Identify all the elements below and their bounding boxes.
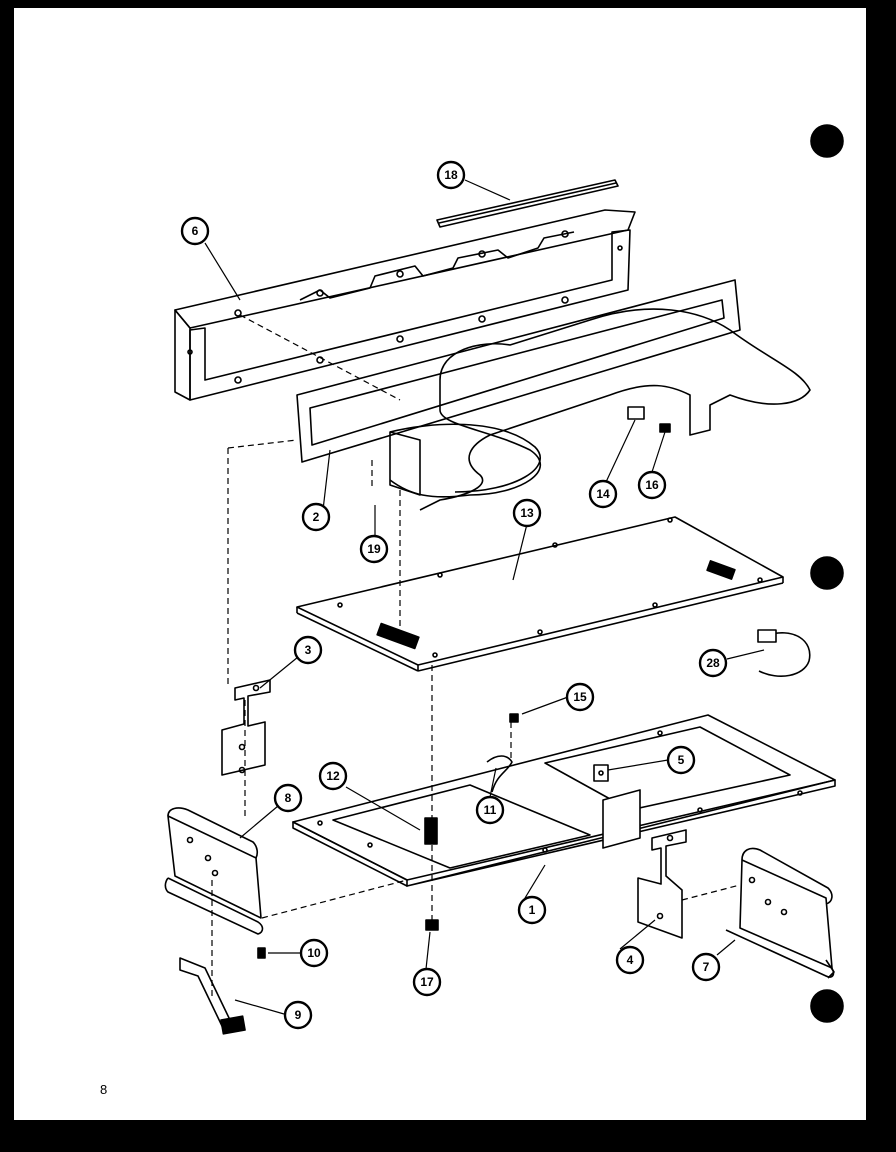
part-channel-7 <box>725 847 835 979</box>
part-gasket-2 <box>296 279 741 463</box>
svg-text:5: 5 <box>678 753 685 767</box>
callout-7: 7 <box>691 952 721 982</box>
svg-text:17: 17 <box>420 975 434 989</box>
callout-13: 13 <box>512 498 542 528</box>
svg-text:4: 4 <box>627 953 634 967</box>
part-spring-12 <box>424 817 438 845</box>
callout-8: 8 <box>273 783 303 813</box>
svg-text:15: 15 <box>573 690 587 704</box>
callout-1: 1 <box>517 895 547 925</box>
svg-text:9: 9 <box>295 1008 302 1022</box>
callout-2: 2 <box>301 502 331 532</box>
callout-12: 12 <box>318 761 348 791</box>
svg-text:12: 12 <box>326 769 340 783</box>
callout-group: 18 6 2 19 14 16 13 3 28 15 5 12 11 8 1 1… <box>180 160 728 1030</box>
callout-28: 28 <box>698 648 728 678</box>
leader-lines <box>204 179 765 1015</box>
svg-text:8: 8 <box>285 791 292 805</box>
part-base-1 <box>292 714 836 887</box>
callout-19: 19 <box>359 534 389 564</box>
svg-text:7: 7 <box>703 960 710 974</box>
registration-marks <box>810 124 844 1023</box>
part-cable-28 <box>757 629 811 677</box>
ribbon-cable <box>389 308 811 511</box>
alignment-lines <box>211 314 741 1000</box>
callout-3: 3 <box>293 635 323 665</box>
callout-4: 4 <box>615 945 645 975</box>
svg-text:18: 18 <box>444 168 458 182</box>
svg-text:14: 14 <box>596 487 610 501</box>
callout-10: 10 <box>299 938 329 968</box>
part-lever-9 <box>179 957 246 1035</box>
part-panel-6 <box>174 209 636 401</box>
callout-5: 5 <box>666 745 696 775</box>
part-clip-11 <box>486 755 513 793</box>
part-strip-18 <box>436 179 619 228</box>
callout-11: 11 <box>475 795 505 825</box>
part-bracket-3 <box>221 679 271 776</box>
svg-text:13: 13 <box>520 506 534 520</box>
svg-text:16: 16 <box>645 478 659 492</box>
svg-text:19: 19 <box>367 542 381 556</box>
callout-6: 6 <box>180 216 210 246</box>
svg-text:10: 10 <box>307 946 321 960</box>
part-channel-8 <box>164 807 264 935</box>
screws <box>257 406 671 959</box>
part-bracket-4 <box>637 829 687 939</box>
svg-text:2: 2 <box>313 510 320 524</box>
callout-16: 16 <box>637 470 667 500</box>
callout-18: 18 <box>436 160 466 190</box>
callout-15: 15 <box>565 682 595 712</box>
callout-17: 17 <box>412 967 442 997</box>
svg-text:11: 11 <box>484 803 497 817</box>
svg-text:6: 6 <box>192 224 199 238</box>
part-board-13 <box>296 516 784 672</box>
part-bracket-5 <box>593 764 609 782</box>
svg-text:28: 28 <box>706 656 720 670</box>
diagram-sheet <box>14 8 866 1120</box>
callout-9: 9 <box>283 1000 313 1030</box>
svg-text:1: 1 <box>529 903 536 917</box>
callout-14: 14 <box>588 479 618 509</box>
svg-text:3: 3 <box>305 643 312 657</box>
page-number: 8 <box>100 1082 108 1097</box>
